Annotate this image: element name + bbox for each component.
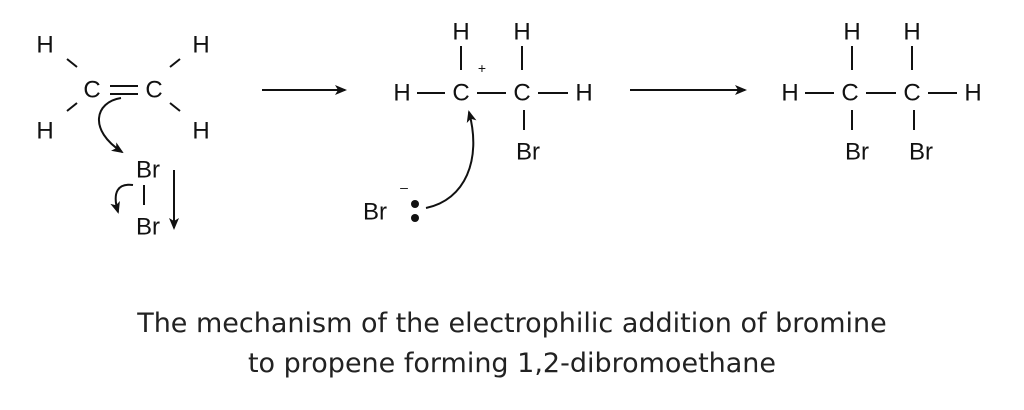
atom-c: C (841, 80, 858, 107)
product-dibromoethane: H C C H H H Br Br (781, 19, 981, 166)
atom-h: H (903, 19, 920, 46)
atom-br: Br (516, 139, 540, 166)
atom-c: C (145, 77, 162, 104)
positive-charge: + (478, 60, 486, 76)
atom-br: Br (136, 157, 160, 184)
bond (66, 58, 78, 68)
bond (169, 58, 181, 68)
atom-h: H (393, 80, 410, 107)
atom-h: H (575, 80, 592, 107)
bond (169, 102, 181, 112)
curly-arrow (98, 97, 124, 154)
atom-h: H (781, 80, 798, 107)
atom-h: H (452, 19, 469, 46)
negative-charge: – (400, 179, 408, 195)
caption-line-2: to propene forming 1,2-dibromoethane (247, 348, 777, 379)
atom-h: H (192, 32, 209, 59)
lone-pair-dot (411, 214, 419, 222)
atom-c: C (83, 77, 100, 104)
bond (66, 102, 78, 112)
curly-arrow (110, 183, 134, 214)
atom-h: H (36, 118, 53, 145)
reactant-ethene-bromine: H H H H C C Br Br (36, 32, 209, 241)
curly-arrow (425, 110, 477, 209)
atom-h: H (192, 118, 209, 145)
atom-h: H (513, 19, 530, 46)
atom-c: C (903, 80, 920, 107)
atom-br: Br (845, 139, 869, 166)
caption-line-1: The mechanism of the electrophilic addit… (137, 308, 887, 339)
atom-h: H (964, 80, 981, 107)
carbocation-intermediate: H C C H H H + Br Br – (363, 19, 593, 226)
atom-br: Br (136, 214, 160, 241)
atom-h: H (843, 19, 860, 46)
atom-c: C (513, 80, 530, 107)
atom-c: C (452, 80, 469, 107)
atom-br: Br (909, 139, 933, 166)
atom-h: H (36, 32, 53, 59)
bromide-ion: Br (363, 199, 387, 226)
lone-pair-dot (411, 200, 419, 208)
